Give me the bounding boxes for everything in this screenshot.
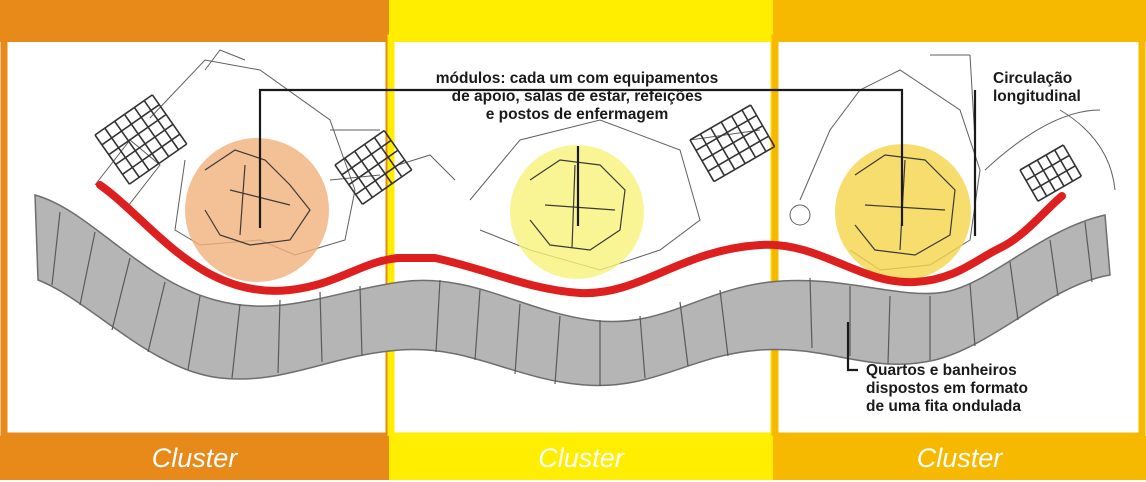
- annotation-quartos: Quartos e banheiros dispostos em formato…: [866, 362, 1066, 416]
- module-circle-1: [185, 138, 329, 282]
- annotation-circulacao-line-1: Circulação: [993, 70, 1073, 87]
- annotation-quartos-line-1: Quartos e banheiros: [866, 362, 1017, 379]
- module-interiors: [204, 149, 956, 256]
- annotation-modulos: módulos: cada um com equipamentos de apo…: [392, 70, 762, 124]
- leader-lines: [258, 88, 977, 372]
- cluster-label-2: Cluster: [389, 436, 773, 480]
- plan-grids: [94, 94, 1082, 205]
- circulation-path: [96, 181, 1066, 298]
- cluster-label-3: Cluster: [773, 436, 1146, 480]
- annotation-modulos-line-1: módulos: cada um com equipamentos: [435, 70, 719, 87]
- annotation-circulacao-line-2: longitudinal: [993, 88, 1081, 105]
- annotation-quartos-line-2: dispostos em formato: [866, 380, 1028, 397]
- annotation-modulos-line-3: e postos de enfermagem: [485, 106, 669, 123]
- rooms-ribbon: [34, 194, 1111, 387]
- annotation-modulos-line-2: de apoio, salas de estar, refeições: [451, 88, 703, 105]
- annotation-quartos-line-3: de uma fita ondulada: [866, 398, 1022, 415]
- annotation-circulacao: Circulação longitudinal: [993, 70, 1133, 106]
- room-partitions: [51, 211, 1093, 386]
- cluster-label-1: Cluster: [0, 436, 389, 480]
